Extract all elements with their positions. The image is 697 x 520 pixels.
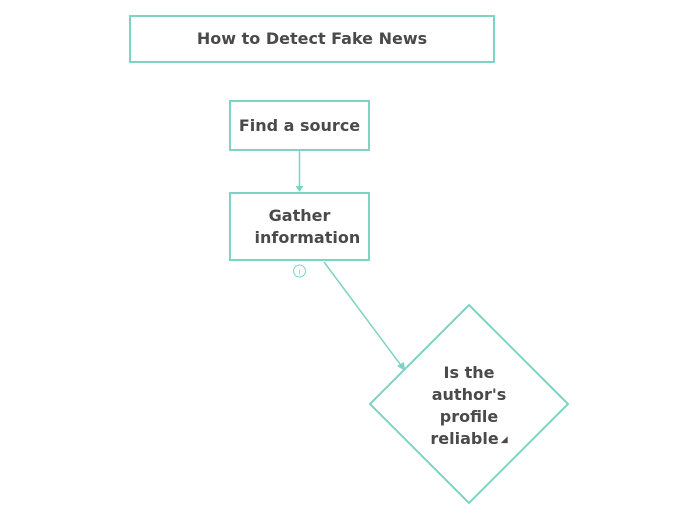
node-author-reliable-label-wrap: Is the author's profile reliable◢ (419, 362, 519, 451)
info-icon[interactable] (293, 264, 306, 278)
triangle-icon[interactable]: ◢ (500, 434, 508, 445)
diagram-title: How to Detect Fake News (196, 29, 428, 48)
arrowhead-gather-to-author (397, 362, 405, 371)
node-find-source[interactable]: Find a source (229, 100, 370, 151)
node-author-reliable-label: Is the author's profile reliable (430, 363, 507, 448)
edge-gather-to-author (323, 261, 404, 369)
node-gather-information[interactable]: Gather information (229, 192, 370, 261)
diagram-title-box[interactable]: How to Detect Fake News (129, 15, 495, 63)
node-gather-information-label: Gather information (254, 205, 361, 247)
node-find-source-label: Find a source (238, 115, 361, 135)
info-icon-glyph: i (298, 268, 300, 277)
